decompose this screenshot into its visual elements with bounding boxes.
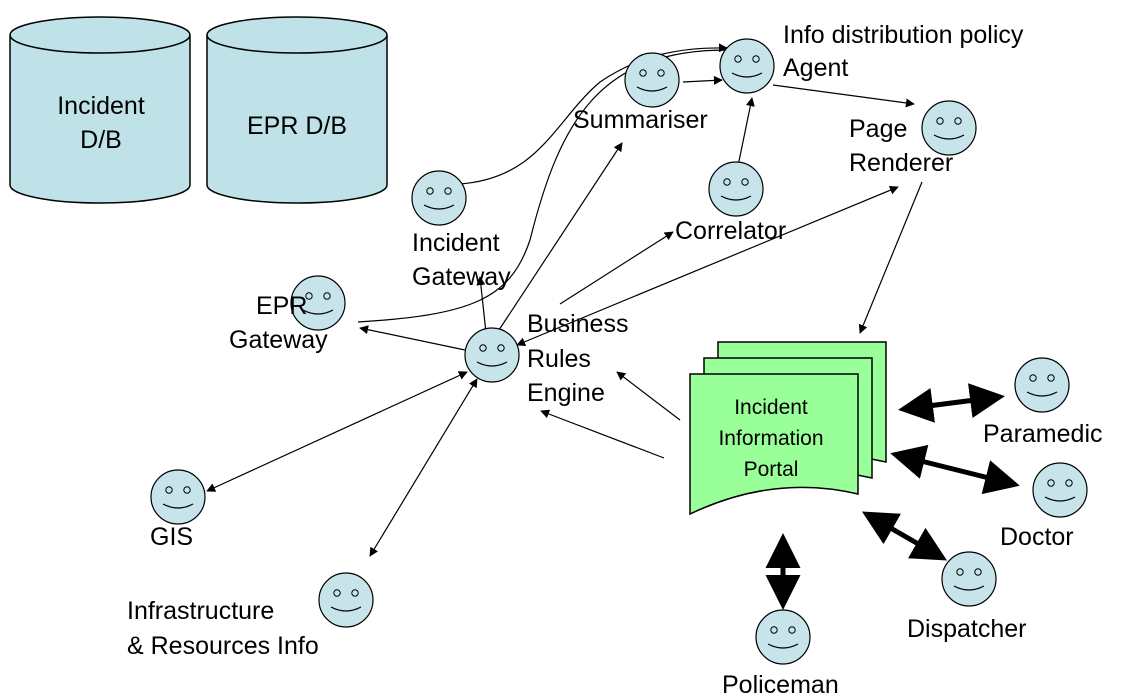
business-rules-engine-face <box>464 327 520 383</box>
arrow-correlator-to-info-agent <box>737 97 755 167</box>
page-renderer-label-line2: Renderer <box>849 149 953 177</box>
epr-database-label: EPR D/B <box>247 112 347 140</box>
info-agent-label-line1: Info distribution policy <box>783 21 1024 49</box>
epr-gateway-face <box>290 275 346 331</box>
incident-information-portal: Incident Information Portal <box>689 341 887 516</box>
dispatcher-face <box>941 551 997 607</box>
summariser-face <box>624 52 680 108</box>
incident-database-label-line1: Incident <box>57 92 145 120</box>
incident-gateway-face <box>411 170 467 226</box>
arrow-rules-engine-to-epr-gateway <box>359 325 466 351</box>
arrow-rules-engine-to-incident-gateway <box>476 276 487 334</box>
user-connectors <box>765 383 1020 610</box>
gis-face <box>150 469 206 525</box>
arrow-rules-engine-to-correlator <box>559 231 674 305</box>
paramedic-label: Paramedic <box>983 420 1103 448</box>
rules-engine-label-line1: Business <box>527 310 628 338</box>
labels: Info distribution policy Agent Summarise… <box>127 21 1103 699</box>
incident-database: Incident D/B <box>9 16 191 204</box>
paramedic-face <box>1014 357 1070 413</box>
dispatcher-label: Dispatcher <box>907 615 1027 643</box>
incident-database-label-line2: D/B <box>80 126 122 154</box>
arrow-portal-to-rules-engine-1 <box>616 371 681 421</box>
incident-gateway-label-line2: Gateway <box>412 263 511 291</box>
arrow-portal-dispatcher <box>861 511 948 561</box>
policeman-label: Policeman <box>722 671 839 699</box>
rules-engine-label-line2: Rules <box>527 345 591 373</box>
infrastructure-label-line1: Infrastructure <box>127 597 274 625</box>
infrastructure-face <box>318 572 374 628</box>
arrow-portal-to-rules-engine-2 <box>540 409 665 459</box>
epr-gateway-label-line1: EPR <box>256 292 307 320</box>
connectors <box>206 43 923 557</box>
infrastructure-label-line2: & Resources Info <box>127 632 319 660</box>
correlator-face <box>708 161 764 217</box>
page-renderer-face <box>921 100 977 156</box>
epr-database: EPR D/B <box>206 16 388 204</box>
arrow-rules-engine-infrastructure <box>369 378 478 557</box>
incident-gateway-label-line1: Incident <box>412 229 500 257</box>
arrow-portal-paramedic <box>898 383 1005 423</box>
portal-label-line1: Incident <box>734 396 808 419</box>
correlator-label: Correlator <box>675 217 786 245</box>
summariser-label: Summariser <box>573 106 708 134</box>
arrow-incident-gateway-to-info-agent <box>459 43 728 185</box>
agent-faces <box>150 38 1088 665</box>
rules-engine-label-line3: Engine <box>527 379 605 407</box>
gis-label: GIS <box>150 523 193 551</box>
arrow-portal-doctor <box>890 444 1020 495</box>
arrow-summariser-to-info-agent <box>682 75 723 85</box>
portal-label-line2: Information <box>718 427 823 450</box>
arrow-page-renderer-to-portal <box>858 181 923 334</box>
arrow-rules-engine-gis <box>206 371 468 492</box>
arrow-rules-engine-to-summariser <box>496 142 623 334</box>
info-agent-label-line2: Agent <box>783 54 848 82</box>
portal-label-line3: Portal <box>744 458 799 481</box>
info-distribution-agent-face <box>719 38 775 94</box>
policeman-face <box>755 609 811 665</box>
epr-gateway-label-line2: Gateway <box>229 326 328 354</box>
doctor-face <box>1032 462 1088 518</box>
arrow-info-agent-to-page-renderer <box>772 84 915 108</box>
page-renderer-label-line1: Page <box>849 115 907 143</box>
arrow-page-renderer-to-rules-engine <box>516 185 899 347</box>
doctor-label: Doctor <box>1000 523 1074 551</box>
